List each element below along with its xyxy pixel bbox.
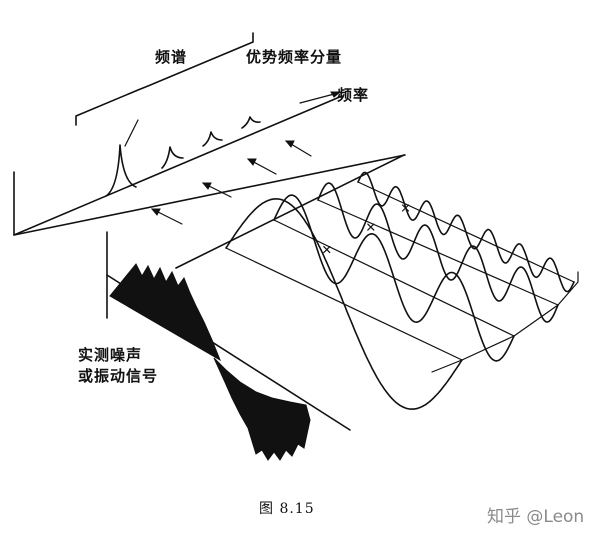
arrow-head-icon [246, 158, 257, 166]
signal-panel [106, 154, 405, 461]
dominant-frequency-label: 优势频率分量 [246, 48, 343, 66]
frequency-components [225, 171, 579, 410]
projection-arrows [150, 140, 312, 225]
dominant-component-pointer [124, 119, 139, 147]
measured-signal-label: 实测噪声 或振动信号 [78, 346, 159, 385]
arrow-head-icon [201, 182, 212, 190]
spectrum-peak-4 [241, 116, 261, 129]
frequency-arrow-shaft [299, 92, 339, 104]
watermark: 知乎 @Leon [487, 507, 585, 527]
phase-marker-icon [401, 204, 410, 212]
figure-caption: 图 8.15 [259, 501, 315, 517]
arrow-head-icon [150, 208, 161, 216]
spectrum-peak-3 [202, 131, 223, 147]
frequency-axis-label: 频率 [337, 86, 370, 104]
measured-signal-lower-lobe [213, 357, 311, 461]
component-wave-2 [273, 194, 515, 362]
phase-marker-icon [323, 245, 331, 254]
spectrum-bracket [75, 32, 254, 126]
components-far-edge [431, 271, 579, 373]
spectrum-peak-2 [161, 146, 184, 169]
spectrum-peak-1 [105, 144, 137, 197]
frequency-axis-arrow [299, 91, 342, 104]
component-wave-3 [317, 182, 559, 323]
spectrum-panel [13, 32, 406, 236]
phase-marker-icon [367, 223, 375, 231]
arrow-head-icon [284, 140, 295, 148]
component-wave-4 [357, 171, 575, 293]
spectrum-label: 频谱 [155, 48, 188, 66]
component-wave-1 [225, 198, 463, 410]
frequency-axis [13, 95, 343, 236]
arrow-head-icon [330, 91, 342, 98]
measured-signal-upper-lobe [109, 263, 222, 362]
